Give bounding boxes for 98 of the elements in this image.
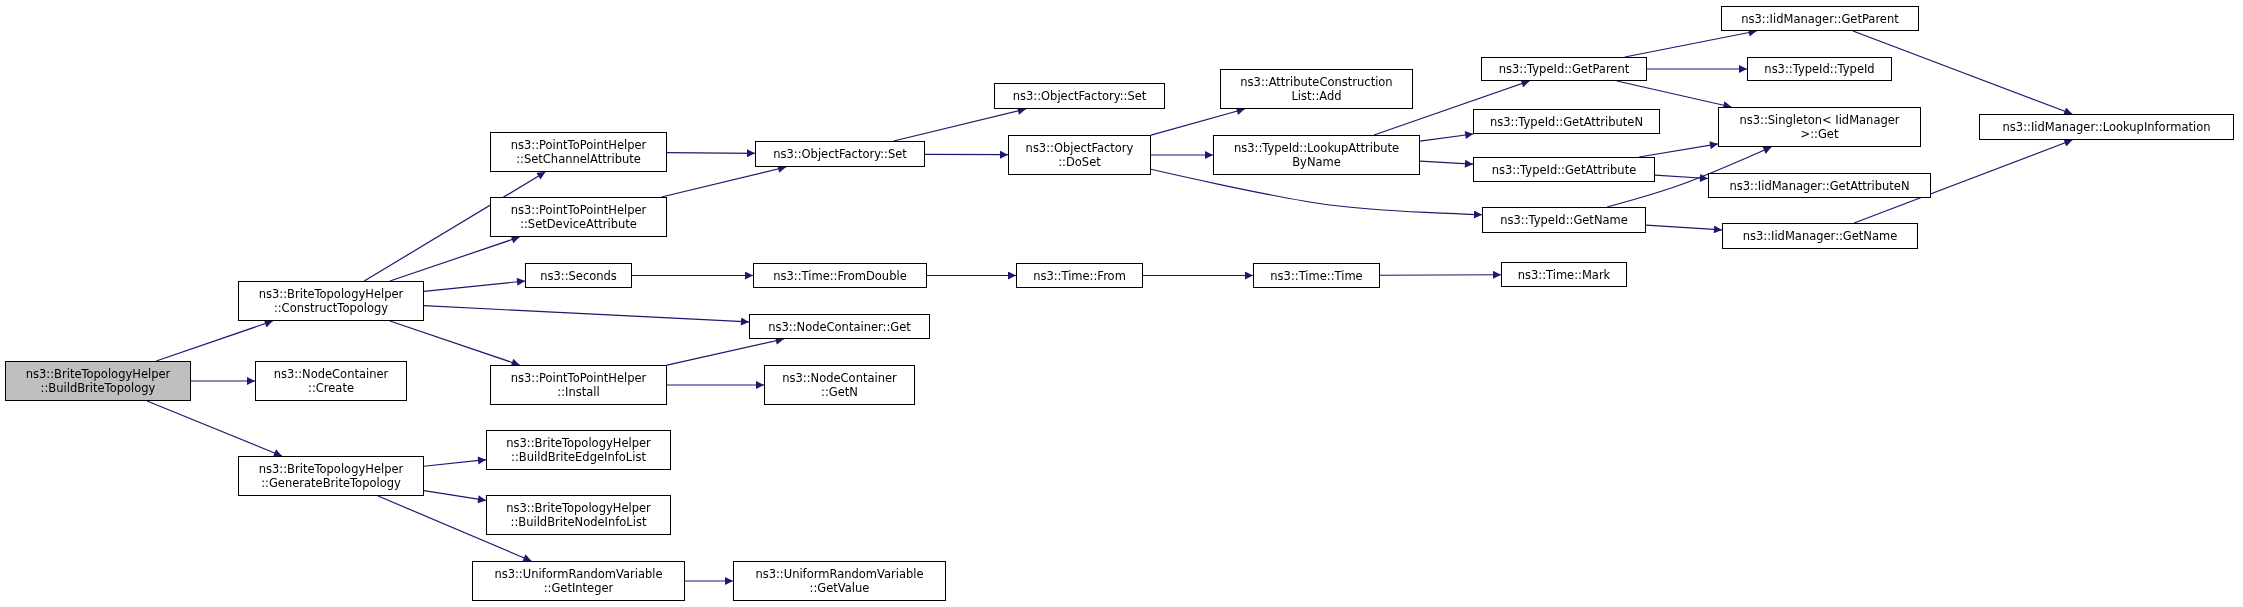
- function-name: ns3::UniformRandomVariable ::GetInteger: [493, 567, 664, 595]
- function-name: ns3::Time::Time: [1270, 268, 1363, 283]
- function-name: ns3::ObjectFactory::Set: [1012, 89, 1147, 103]
- function-box: [490, 132, 667, 172]
- function-name: ns3::UniformRandomVariable ::GetValue: [754, 567, 925, 595]
- function-box: [472, 561, 685, 601]
- function-box: [525, 263, 632, 288]
- function-name: ns3::AttributeConstruction List::Add: [1239, 75, 1394, 103]
- function-name: ns3::TypeId::GetAttribute: [1491, 162, 1637, 177]
- call-arrow: [423, 277, 526, 293]
- call-arrow: [660, 165, 787, 198]
- function-box: [733, 561, 946, 601]
- function-name: ns3::Time::From: [1033, 268, 1126, 283]
- call-arrow: [155, 319, 274, 362]
- selected-function-box: [5, 361, 191, 401]
- function-name: ns3::TypeId::GetAttributeN: [1489, 114, 1644, 129]
- call-arrow: [190, 377, 256, 385]
- function-name: ns3::BriteTopologyHelper ::BuildBriteNodeInfoList: [505, 501, 652, 529]
- function-box: [1747, 57, 1892, 81]
- function-name: ns3::NodeContainer ::Create: [272, 367, 390, 395]
- call-arrow: [1150, 168, 1483, 219]
- call-arrow: [1606, 146, 1772, 208]
- function-name: ns3::IidManager::LookupInformation: [2002, 120, 2211, 134]
- call-arrow: [684, 577, 734, 585]
- function-box: [486, 430, 671, 470]
- function-name: ns3::TypeId::LookupAttribute ByName: [1232, 141, 1401, 169]
- function-box: [1213, 135, 1420, 175]
- function-name: ns3::NodeContainer ::GetN: [781, 371, 898, 399]
- call-arrow: [146, 400, 283, 457]
- function-box: [1473, 157, 1655, 182]
- call-arrow: [1654, 174, 1709, 182]
- function-box: [753, 263, 927, 288]
- function-box: [755, 141, 925, 167]
- call-arrow: [1150, 107, 1246, 136]
- function-box: [490, 197, 667, 237]
- function-box: [1721, 6, 1919, 31]
- call-arrow: [389, 320, 521, 367]
- function-name: ns3::ObjectFactory ::DoSet: [1024, 141, 1135, 169]
- function-box: [749, 314, 930, 339]
- function-name: ns3::Singleton< IidManager >::Get: [1738, 113, 1901, 141]
- call-arrow: [1373, 79, 1531, 136]
- function-name: ns3::PointToPointHelper ::SetDeviceAttribute: [509, 203, 648, 231]
- function-name: ns3::BriteTopologyHelper ::ConstructTopology: [257, 287, 405, 315]
- call-arrow: [926, 271, 1017, 280]
- function-name: ns3::BriteTopologyHelper ::GenerateBriteTopology: [257, 462, 405, 490]
- call-arrow: [924, 150, 1009, 159]
- call-arrow: [377, 495, 532, 562]
- function-name: ns3::IidManager::GetName: [1742, 229, 1898, 243]
- call-arrow: [1419, 131, 1474, 142]
- call-arrow: [666, 149, 756, 158]
- call-arrow: [893, 107, 1027, 142]
- function-box: [764, 365, 915, 405]
- call-arrow: [1646, 65, 1748, 73]
- call-arrow: [1853, 139, 2073, 224]
- function-name: ns3::NodeContainer::Get: [768, 319, 911, 334]
- function-box: [1501, 262, 1627, 287]
- function-name: ns3::Seconds: [540, 268, 617, 283]
- function-name: ns3::Time::Mark: [1517, 267, 1611, 282]
- call-arrow: [1419, 159, 1474, 168]
- function-name: ns3::Time::FromDouble: [773, 268, 907, 283]
- function-name: ns3::IidManager::GetParent: [1741, 11, 1899, 26]
- function-box: [1979, 114, 2234, 140]
- function-box: [1482, 207, 1646, 233]
- call-arrow: [1379, 270, 1502, 279]
- function-name: ns3::BriteTopologyHelper ::BuildBriteTopology: [24, 367, 172, 395]
- call-arrow: [666, 381, 765, 389]
- function-box: [1481, 57, 1647, 81]
- function-box: [1016, 263, 1143, 288]
- call-arrow: [1142, 271, 1254, 280]
- function-box: [1473, 109, 1660, 134]
- function-box: [1253, 263, 1380, 288]
- call-arrow: [631, 271, 754, 280]
- function-name: ns3::TypeId::TypeId: [1764, 62, 1875, 76]
- function-box: [1718, 107, 1921, 147]
- function-box: [1722, 223, 1918, 249]
- function-name: ns3::PointToPointHelper ::Install: [509, 371, 648, 399]
- call-arrow: [423, 490, 487, 504]
- function-box: [1008, 135, 1151, 175]
- function-box: [486, 495, 671, 535]
- call-arrow: [1150, 151, 1214, 159]
- function-name: ns3::ObjectFactory::Set: [773, 147, 907, 161]
- function-name: ns3::TypeId::GetName: [1500, 213, 1628, 227]
- function-box: [238, 456, 424, 496]
- function-box: [255, 361, 407, 401]
- call-arrow: [423, 456, 487, 467]
- call-arrow: [363, 171, 546, 282]
- function-box: [994, 83, 1165, 109]
- function-name: ns3::BriteTopologyHelper ::BuildBriteEdgeInfoList: [505, 436, 652, 464]
- function-name: ns3::IidManager::GetAttributeN: [1729, 178, 1910, 193]
- call-arrow: [389, 235, 521, 282]
- call-arrow: [1645, 224, 1723, 234]
- function-box: [490, 365, 667, 405]
- function-box: [1220, 69, 1413, 109]
- function-box: [238, 281, 424, 321]
- function-box: [1708, 173, 1931, 198]
- call-arrow: [423, 305, 750, 326]
- function-name: ns3::TypeId::GetParent: [1498, 62, 1630, 76]
- function-name: ns3::PointToPointHelper ::SetChannelAttribute: [509, 138, 648, 166]
